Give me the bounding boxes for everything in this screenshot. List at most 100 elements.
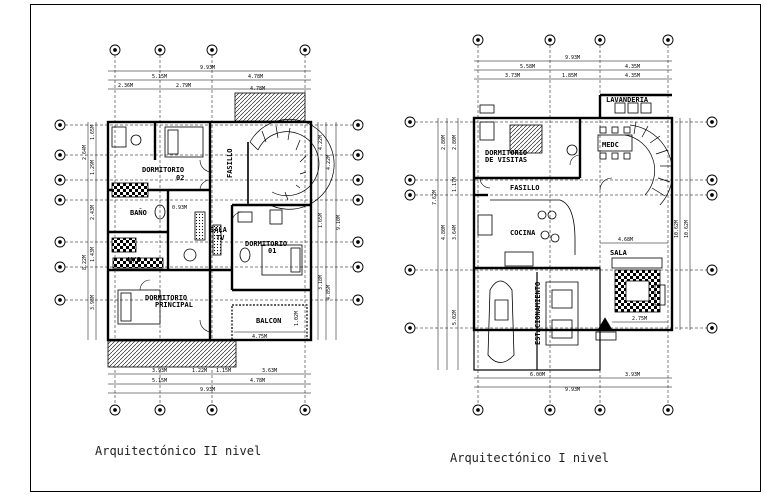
- dim-bot-e: 5.15M: [152, 378, 167, 384]
- dim-left-f: 7.62M: [432, 190, 438, 205]
- dim-right-b: 4.22M: [326, 155, 332, 170]
- dim-bot-total: 9.93M: [200, 387, 215, 393]
- axis-bubble-dot: [710, 178, 714, 182]
- laundry-fixtures: [614, 102, 652, 114]
- dim-left-e: 3.64M: [452, 225, 458, 240]
- axis-bubble-dot: [666, 408, 670, 412]
- room-labels: LAVANDERIA DORMITORIO DE VISITAS MEDC FA…: [485, 96, 649, 345]
- axis-bubble-dot: [210, 408, 214, 412]
- axis-bubble-dot: [356, 198, 360, 202]
- dim-right-e: 3.18M: [318, 275, 324, 290]
- axis-bubble-dot: [58, 240, 62, 244]
- sheet-frame: [30, 4, 761, 492]
- dim-bot-f: 4.78M: [250, 378, 265, 384]
- label-estacionamiento: ESTACIONAMIENTO: [534, 282, 542, 345]
- terrace-hatch: [234, 92, 306, 122]
- dimension-lines: [437, 60, 691, 388]
- axis-bubbles: [404, 34, 718, 416]
- axis-bubble-dot: [408, 326, 412, 330]
- label-sala-tv: SALA: [210, 226, 228, 234]
- dim-top-a: 5.15M: [152, 74, 167, 80]
- doors: [479, 154, 613, 191]
- dimension-labels: 9.93M 5.15M 4.78M 2.36M 2.79M 4.78M 3.93…: [82, 65, 342, 393]
- dim-top-b: 4.78M: [248, 74, 263, 80]
- caption-level-1: Arquitectónico I nivel: [450, 451, 609, 465]
- label-dorm-visitas-2: DE VISITAS: [485, 156, 527, 164]
- axis-bubble-dot: [113, 48, 117, 52]
- axis-bubble-dot: [548, 38, 552, 42]
- axis-bubble-dot: [113, 408, 117, 412]
- axis-bubble-dot: [356, 153, 360, 157]
- dim-left-d: 2.43M: [90, 205, 96, 220]
- label-fasillo: FASILLO: [510, 184, 540, 192]
- label-cocina: COCINA: [510, 229, 536, 237]
- label-medc: MEDC: [602, 141, 619, 149]
- dim-bot-b: 1.22M: [192, 368, 207, 374]
- dim-bot-d: 3.63M: [262, 368, 277, 374]
- axis-bubble-dot: [158, 48, 162, 52]
- axis-bubbles: [54, 44, 364, 416]
- dim-inner-a: 0.93M: [172, 205, 187, 211]
- dim-right-b: 10.62M: [684, 220, 690, 238]
- label-balcon: BALCON: [256, 317, 281, 325]
- dim-left-a: 2.80M: [441, 135, 447, 150]
- axis-bubble-dot: [158, 408, 162, 412]
- entry-marker: [595, 317, 617, 341]
- axis-bubble-dot: [356, 178, 360, 182]
- axis-bubble-dot: [710, 268, 714, 272]
- axis-bubble-dot: [666, 38, 670, 42]
- dim-top-d: 2.79M: [176, 83, 191, 89]
- axis-bubble-dot: [408, 268, 412, 272]
- dim-left-g: 3.98M: [90, 295, 96, 310]
- axis-bubble-dot: [58, 198, 62, 202]
- label-sala: SALA: [610, 249, 628, 257]
- dimension-labels: 9.93M 5.58M 4.35M 3.73M 1.85M 4.35M 6.00…: [432, 55, 690, 393]
- dim-left-b: 1.65M: [90, 125, 96, 140]
- dim-bot-c: 1.15M: [216, 368, 231, 374]
- label-dorm-visitas: DORMITORIO: [485, 149, 527, 157]
- axis-bubble-dot: [408, 178, 412, 182]
- dim-inner-b: 4.75M: [252, 334, 267, 340]
- guest-bed: [479, 104, 578, 156]
- dim-top-d: 1.85M: [562, 73, 577, 79]
- dim-left-c: 1.17M: [452, 177, 458, 192]
- bath-fixtures: [111, 126, 283, 269]
- axis-bubble-dot: [303, 48, 307, 52]
- axis-bubble-dot: [356, 240, 360, 244]
- dim-bot-a: 3.93M: [152, 368, 167, 374]
- dim-left-f: 8.22M: [82, 255, 88, 270]
- dim-top-total: 9.93M: [200, 65, 215, 71]
- beds: [117, 126, 303, 325]
- dim-bot-total: 9.93M: [565, 387, 580, 393]
- room-labels: DORMITORIO 02 FASILLO BAÑO SALA TV DORMI…: [128, 148, 287, 325]
- dim-left-e: 1.43M: [90, 247, 96, 262]
- grid-axes: [415, 45, 712, 412]
- dim-inner-c: 1.02M: [294, 311, 300, 326]
- axis-bubble-dot: [408, 193, 412, 197]
- label-bano: BAÑO: [130, 208, 147, 217]
- dim-top-c: 2.36M: [118, 83, 133, 89]
- label-fasillo: FASILLO: [226, 148, 234, 178]
- dim-left-b: 2.80M: [452, 135, 458, 150]
- kitchen-fixtures: [477, 199, 576, 267]
- living-room-furniture: [611, 257, 666, 313]
- axis-bubble-dot: [356, 298, 360, 302]
- axis-bubble-dot: [58, 298, 62, 302]
- dining-table: [597, 126, 633, 160]
- label-wc: W/C: [128, 256, 141, 264]
- axis-bubble-dot: [476, 408, 480, 412]
- spiral-stair: [247, 118, 335, 210]
- label-lavanderia: LAVANDERIA: [606, 96, 649, 104]
- axis-bubble-dot: [710, 193, 714, 197]
- dim-top-a: 5.58M: [520, 64, 535, 70]
- dim-right-total: 9.10M: [336, 215, 342, 230]
- dim-inner-b: 2.75M: [632, 316, 647, 322]
- caption-level-2: Arquitectónico II nivel: [95, 444, 262, 458]
- axis-bubble-dot: [408, 120, 412, 124]
- dim-right-a: 10.62M: [674, 220, 680, 238]
- axis-bubble-dot: [476, 38, 480, 42]
- ground-hatch: [107, 340, 237, 368]
- dim-top-e: 4.35M: [625, 73, 640, 79]
